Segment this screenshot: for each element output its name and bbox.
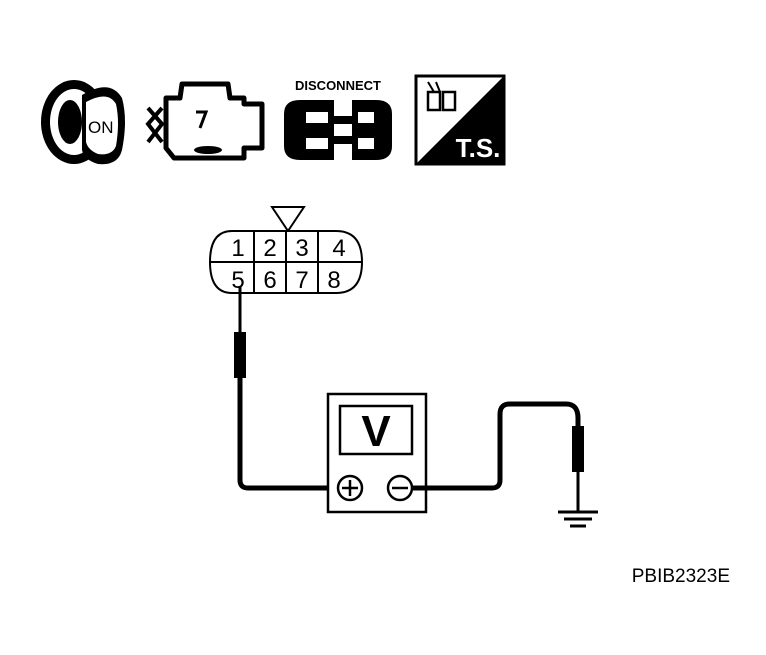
voltmeter-display: V xyxy=(361,407,391,456)
positive-probe-lead xyxy=(234,286,334,491)
disconnect-label: DISCONNECT xyxy=(295,78,381,93)
ignition-label: ON xyxy=(88,118,114,137)
pin-6: 6 xyxy=(263,267,276,294)
engine-icon xyxy=(145,81,265,161)
ts-label: T.S. xyxy=(456,133,501,163)
pin-7: 7 xyxy=(295,267,308,294)
connector-disconnect-icon: DISCONNECT xyxy=(284,78,392,160)
ignition-key-icon: ON xyxy=(41,80,125,165)
pin-4: 4 xyxy=(332,235,345,262)
plus-terminal-icon xyxy=(336,474,364,502)
terminal-test-icon: T.S. xyxy=(414,74,506,166)
minus-terminal-icon xyxy=(386,474,414,502)
ground-icon xyxy=(558,510,598,528)
pin-1: 1 xyxy=(231,235,244,262)
connector-face: 1 2 3 4 5 6 7 8 xyxy=(208,206,364,294)
negative-probe-lead xyxy=(412,401,584,512)
pin-8: 8 xyxy=(327,267,340,294)
pin-2: 2 xyxy=(263,235,276,262)
pin-3: 3 xyxy=(295,235,308,262)
reference-code: PBIB2323E xyxy=(632,566,730,587)
pin-5: 5 xyxy=(231,267,244,294)
voltmeter: V xyxy=(326,392,428,514)
